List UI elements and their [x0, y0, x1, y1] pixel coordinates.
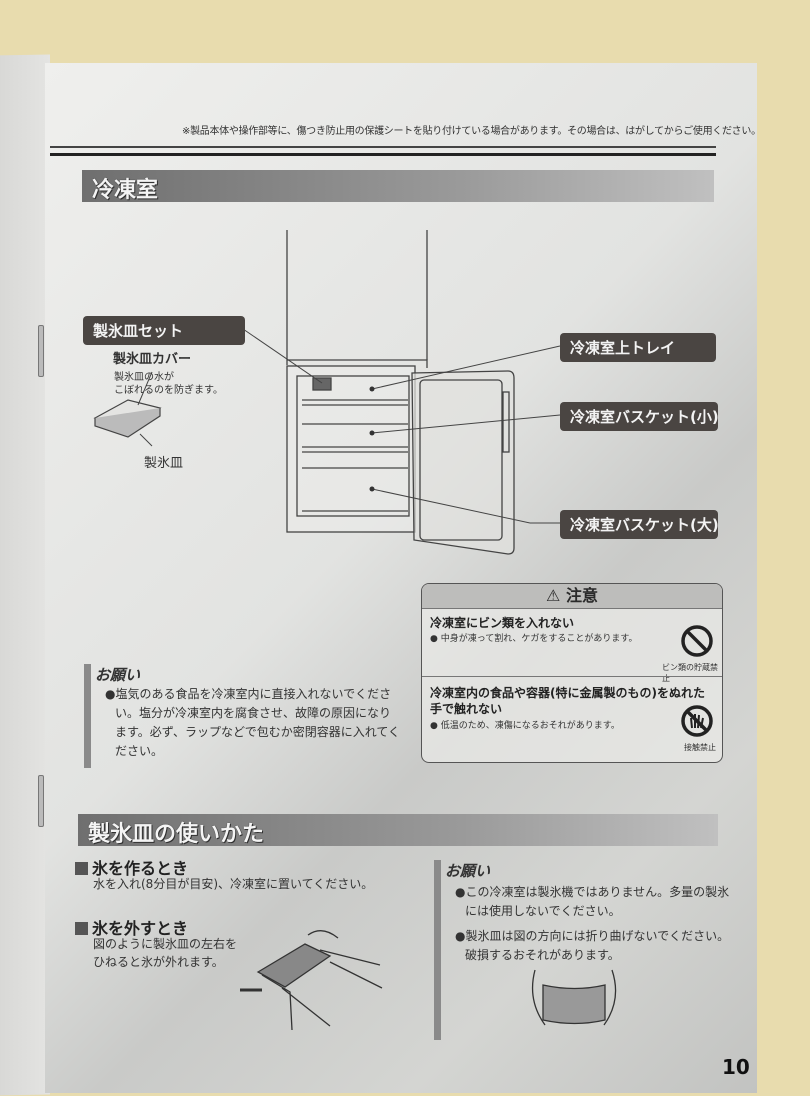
- request-title: お願い: [445, 862, 491, 880]
- caution-divider: [422, 676, 722, 677]
- bullet: ●: [455, 929, 466, 943]
- removing-ice-heading: 氷を外すとき: [75, 915, 188, 939]
- bullet: ●: [105, 687, 116, 701]
- ice-tray-cover-desc-2: こぼれるのを防ぎます。: [114, 385, 223, 396]
- section-title: 冷凍室: [92, 178, 159, 203]
- section-header-freezer: 冷凍室: [82, 170, 714, 203]
- section-title: 製氷皿の使いかた: [88, 822, 265, 847]
- protective-sheet-notice: ※製品本体や操作部等に、傷つき防止用の保護シートを貼り付けている場合があります。…: [182, 126, 761, 137]
- prohibited-icon-label: ビン類の貯蔵禁止: [662, 663, 718, 683]
- page-number: 10: [722, 1055, 750, 1079]
- section-header-ice-tray: 製氷皿の使いかた: [78, 814, 718, 847]
- label-basket-small: 冷凍室バスケット(小): [560, 402, 719, 431]
- request-ice-tray: お願い ●この冷凍室は製氷機ではありません。多量の製氷には使用しないでください。…: [434, 860, 731, 1040]
- making-ice-heading: 氷を作るとき: [75, 855, 188, 879]
- header-rule-thick: [50, 153, 716, 156]
- tray-bend-illustration: [531, 969, 617, 1026]
- making-ice-body: 水を入れ(8分目が目安)、冷凍室に置いてください。: [93, 877, 374, 891]
- caution-header: ⚠ 注意: [422, 584, 722, 609]
- request-item: ●塩気のある食品を冷凍室内に直接入れないでください。塩分が冷凍室内を腐食させ、故…: [105, 687, 401, 758]
- request-title: お願い: [95, 666, 141, 684]
- removing-ice-body-1: 図のように製氷皿の左右を: [93, 937, 238, 951]
- caution-item-2-heading-2: 手で触れない: [430, 702, 503, 716]
- staple: [38, 775, 44, 827]
- removing-ice-body-2: ひねると氷が外れます。: [93, 955, 224, 969]
- caution-item-1-heading: 冷凍室にビン類を入れない: [430, 616, 575, 630]
- label-ice-tray: 製氷皿: [144, 456, 184, 471]
- square-bullet-icon: [75, 922, 88, 935]
- no-touch-icon: [681, 705, 713, 737]
- prohibited-icon: [681, 625, 713, 657]
- tray-twist-illustration: [240, 930, 383, 1031]
- request-item: ●この冷凍室は製氷機ではありません。多量の製氷には使用しないでください。: [455, 885, 730, 918]
- caution-item-2-heading-1: 冷凍室内の食品や容器(特に金属製のもの)をぬれた: [430, 686, 705, 700]
- no-touch-icon-label: 接触禁止: [684, 743, 716, 752]
- header-rule: [50, 146, 716, 148]
- caution-item-1-note: ● 中身が凍って割れ、ケガをすることがあります。: [430, 634, 638, 644]
- caution-title: 注意: [565, 586, 598, 605]
- label-ice-tray-set: 製氷皿セット: [83, 316, 245, 345]
- staple: [38, 325, 44, 377]
- label-upper-tray: 冷凍室上トレイ: [560, 333, 716, 362]
- caution-box: ⚠ 注意 冷凍室にビン類を入れない ● 中身が凍って割れ、ケガをすることがありま…: [421, 583, 723, 763]
- bullet: ●: [455, 885, 466, 899]
- caution-item-2-note: ● 低温のため、凍傷になるおそれがあります。: [430, 721, 620, 731]
- ice-tray-illustration: [93, 371, 162, 447]
- manual-page: [45, 63, 757, 1093]
- label-ice-tray-cover: 製氷皿カバー: [113, 352, 192, 367]
- ice-tray-cover-desc-1: 製氷皿の水が: [114, 372, 174, 383]
- request-item: ●製氷皿は図の方向には折り曲げないでください。破損するおそれがあります。: [455, 929, 730, 962]
- request-freezer: お願い ●塩気のある食品を冷凍室内に直接入れないでください。塩分が冷凍室内を腐食…: [84, 664, 401, 768]
- label-basket-large: 冷凍室バスケット(大): [560, 510, 719, 539]
- square-bullet-icon: [75, 862, 88, 875]
- warning-triangle-icon: ⚠: [546, 586, 561, 605]
